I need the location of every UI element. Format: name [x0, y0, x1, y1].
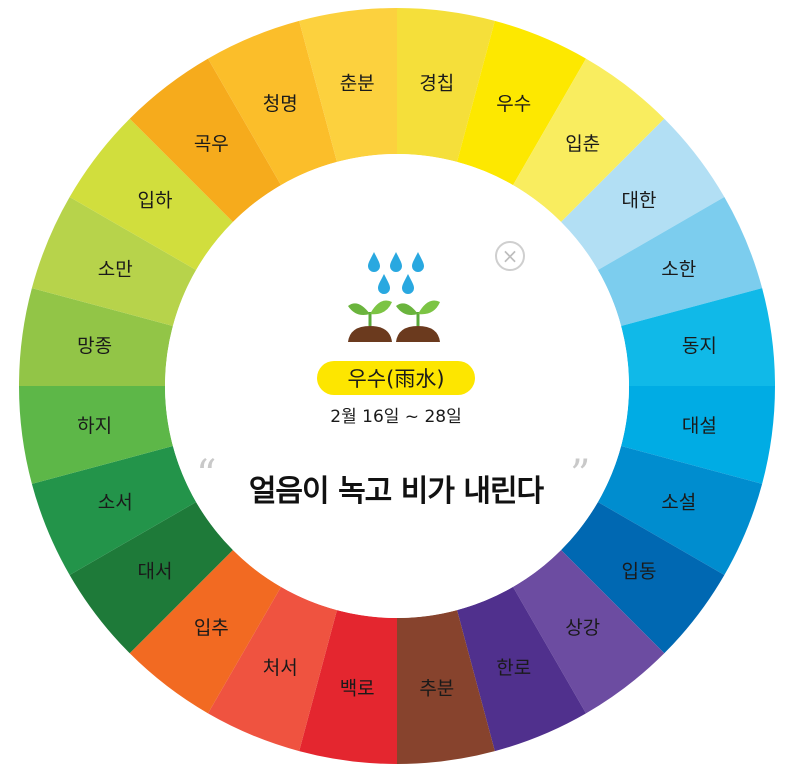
- wheel-segment[interactable]: [561, 118, 725, 270]
- wheel-segment-label: 망종: [77, 335, 112, 357]
- wheel-segment[interactable]: [19, 386, 173, 484]
- term-name: 우수(雨水): [347, 367, 445, 391]
- wheel-segment[interactable]: [31, 197, 197, 326]
- wheel-segment-label: 소서: [98, 492, 133, 514]
- wheel-segment[interactable]: [513, 550, 665, 714]
- wheel-segment[interactable]: [397, 8, 495, 162]
- wheel-segment[interactable]: [69, 118, 233, 270]
- wheel-segment-label: 처서: [263, 657, 298, 679]
- wheel-segment[interactable]: [561, 502, 725, 654]
- wheel-segment-label: 소만: [98, 258, 133, 280]
- wheel-segment[interactable]: [621, 386, 775, 484]
- wheel-segment[interactable]: [299, 8, 397, 162]
- wheel-segment-label: 입하: [138, 189, 173, 211]
- term-name-badge: 우수(雨水): [317, 361, 475, 395]
- wheel-segment[interactable]: [397, 610, 495, 764]
- wheel-segment[interactable]: [597, 197, 763, 326]
- wheel-segment-label: 우수: [496, 93, 531, 115]
- wheel-segment-label: 백로: [340, 677, 375, 699]
- wheel-segment-label: 곡우: [194, 133, 229, 155]
- close-icon: ×: [501, 244, 519, 268]
- wheel-segment[interactable]: [208, 20, 337, 186]
- wheel-segment-label: 입추: [194, 617, 229, 639]
- wheel-segment-label: 한로: [496, 657, 531, 679]
- wheel-segment[interactable]: [457, 20, 586, 186]
- wheel-segment-label: 대한: [621, 189, 656, 211]
- wheel-segment[interactable]: [31, 446, 197, 575]
- wheel-segment-label: 청명: [263, 93, 298, 115]
- wheel-segment[interactable]: [457, 586, 586, 752]
- wheel-segment[interactable]: [129, 550, 281, 714]
- wheel-segment[interactable]: [208, 586, 337, 752]
- wheel-segment-label: 동지: [682, 335, 717, 357]
- wheel-segment[interactable]: [621, 288, 775, 386]
- wheel-segment-label: 상강: [565, 617, 600, 639]
- wheel-segment-label: 소설: [661, 492, 696, 514]
- wheel-segment[interactable]: [597, 446, 763, 575]
- wheel-segment-label: 하지: [77, 415, 112, 437]
- wheel-segment[interactable]: [129, 58, 281, 222]
- wheel-segment-label: 대서: [138, 561, 173, 583]
- wheel-segment-label: 춘분: [340, 73, 375, 95]
- wheel-segment[interactable]: [69, 502, 233, 654]
- wheel-segment-label: 소한: [661, 258, 696, 280]
- close-button[interactable]: ×: [495, 241, 525, 271]
- wheel-segment-label: 추분: [419, 677, 454, 699]
- wheel-segment[interactable]: [19, 288, 173, 386]
- wheel-segment-label: 경칩: [419, 73, 454, 95]
- wheel-segment-label: 입동: [621, 561, 656, 583]
- wheel-segment[interactable]: [299, 610, 397, 764]
- wheel-segment[interactable]: [513, 58, 665, 222]
- wheel-segment-label: 입춘: [565, 133, 600, 155]
- wheel-segment-label: 대설: [682, 415, 717, 437]
